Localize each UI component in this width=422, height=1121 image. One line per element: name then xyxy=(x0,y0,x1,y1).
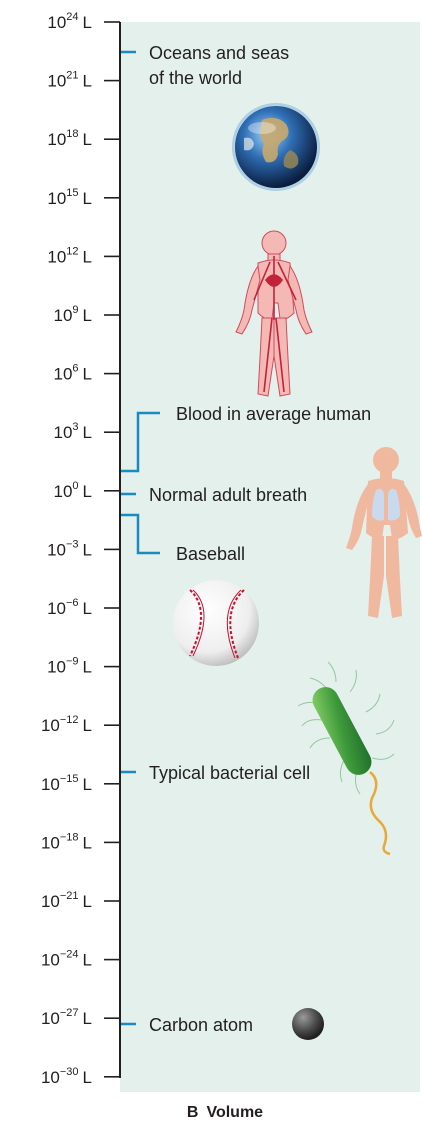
tick-unit: L xyxy=(83,540,92,559)
tick-exponent: 12 xyxy=(66,245,78,257)
baseball-bracket xyxy=(121,515,160,553)
tick-unit: L xyxy=(83,775,92,794)
tick-exponent: −3 xyxy=(66,538,79,550)
tick-exponent: −21 xyxy=(60,890,79,902)
tick-base: 10 xyxy=(47,247,66,266)
tick-exponent: −6 xyxy=(66,597,79,609)
tick-unit: L xyxy=(83,423,92,442)
tick-base: 10 xyxy=(53,423,72,442)
tick-exponent: −9 xyxy=(66,656,79,668)
tick-unit: L xyxy=(83,189,92,208)
oceans-label-line-2: of the world xyxy=(149,68,242,88)
tick-exponent: 0 xyxy=(72,480,78,492)
tick-exponent: 18 xyxy=(66,128,78,140)
tick-unit: L xyxy=(83,599,92,618)
tick-exponent: 3 xyxy=(72,421,78,433)
tick-unit: L xyxy=(83,13,92,32)
tick-base: 10 xyxy=(41,775,60,794)
tick-exponent: 24 xyxy=(66,11,78,23)
tick-base: 10 xyxy=(41,1068,60,1087)
axis-tick-label: 10−27 L xyxy=(41,1007,92,1028)
axis-tick-label: 10−24 L xyxy=(41,949,92,970)
tick-base: 10 xyxy=(47,658,66,677)
tick-exponent: −27 xyxy=(60,1007,79,1019)
lungs-human-illustration xyxy=(346,447,422,618)
tick-base: 10 xyxy=(47,599,66,618)
baseball-illustration xyxy=(173,580,259,666)
tick-base: 10 xyxy=(47,72,66,91)
caption-letter: B xyxy=(187,1104,199,1121)
axis-tick-label: 10−3 L xyxy=(47,538,92,559)
tick-unit: L xyxy=(83,482,92,501)
tick-unit: L xyxy=(83,892,92,911)
earth-illustration xyxy=(232,103,320,191)
tick-exponent: 9 xyxy=(72,304,78,316)
axis-tick-label: 10−9 L xyxy=(47,656,92,677)
tick-unit: L xyxy=(83,306,92,325)
figure-caption: B Volume xyxy=(187,1104,263,1121)
tick-unit: L xyxy=(83,1009,92,1028)
axis-tick-label: 1015 L xyxy=(47,187,92,208)
tick-unit: L xyxy=(83,951,92,970)
axis-tick-label: 1024 L xyxy=(47,11,92,32)
tick-base: 10 xyxy=(47,189,66,208)
axis-tick-label: 10−15 L xyxy=(41,773,92,794)
tick-exponent: 21 xyxy=(66,70,78,82)
carbon-label: Carbon atom xyxy=(149,1015,253,1035)
axis-tick-label: 10−12 L xyxy=(41,714,92,735)
tick-unit: L xyxy=(83,130,92,149)
bacterium-illustration xyxy=(298,662,394,854)
tick-exponent: −30 xyxy=(60,1066,79,1078)
tick-exponent: −18 xyxy=(60,831,79,843)
breath-label: Normal adult breath xyxy=(149,485,307,505)
tick-exponent: 6 xyxy=(72,363,78,375)
tick-exponent: −12 xyxy=(60,714,79,726)
axis-tick-label: 10−21 L xyxy=(41,890,92,911)
axis-tick-label: 10−6 L xyxy=(47,597,92,618)
bacteria-label: Typical bacterial cell xyxy=(149,763,310,783)
tick-base: 10 xyxy=(47,540,66,559)
oceans-label-line-1: Oceans and seas xyxy=(149,43,289,63)
tick-base: 10 xyxy=(53,306,72,325)
axis-tick-label: 1021 L xyxy=(47,70,92,91)
tick-exponent: 15 xyxy=(66,187,78,199)
axis-tick-label: 1012 L xyxy=(47,245,92,266)
tick-base: 10 xyxy=(41,892,60,911)
tick-base: 10 xyxy=(41,1009,60,1028)
tick-base: 10 xyxy=(47,13,66,32)
tick-exponent: −15 xyxy=(60,773,79,785)
tick-unit: L xyxy=(83,365,92,384)
tick-base: 10 xyxy=(53,365,72,384)
tick-base: 10 xyxy=(47,130,66,149)
axis-tick-label: 1018 L xyxy=(47,128,92,149)
tick-unit: L xyxy=(83,247,92,266)
carbon-atom-illustration xyxy=(292,1008,324,1040)
axis-tick-label: 10−18 L xyxy=(41,831,92,852)
baseball-label: Baseball xyxy=(176,544,245,564)
tick-base: 10 xyxy=(41,951,60,970)
blood-label: Blood in average human xyxy=(176,404,371,424)
tick-base: 10 xyxy=(41,833,60,852)
tick-unit: L xyxy=(83,658,92,677)
caption-title: Volume xyxy=(206,1104,263,1121)
tick-unit: L xyxy=(83,1068,92,1087)
tick-unit: L xyxy=(83,833,92,852)
tick-base: 10 xyxy=(53,482,72,501)
blood-breath-bracket xyxy=(121,413,160,471)
tick-unit: L xyxy=(83,72,92,91)
tick-exponent: −24 xyxy=(60,949,79,961)
tick-base: 10 xyxy=(41,716,60,735)
axis-tick-label: 10−30 L xyxy=(41,1066,92,1087)
tick-unit: L xyxy=(83,716,92,735)
